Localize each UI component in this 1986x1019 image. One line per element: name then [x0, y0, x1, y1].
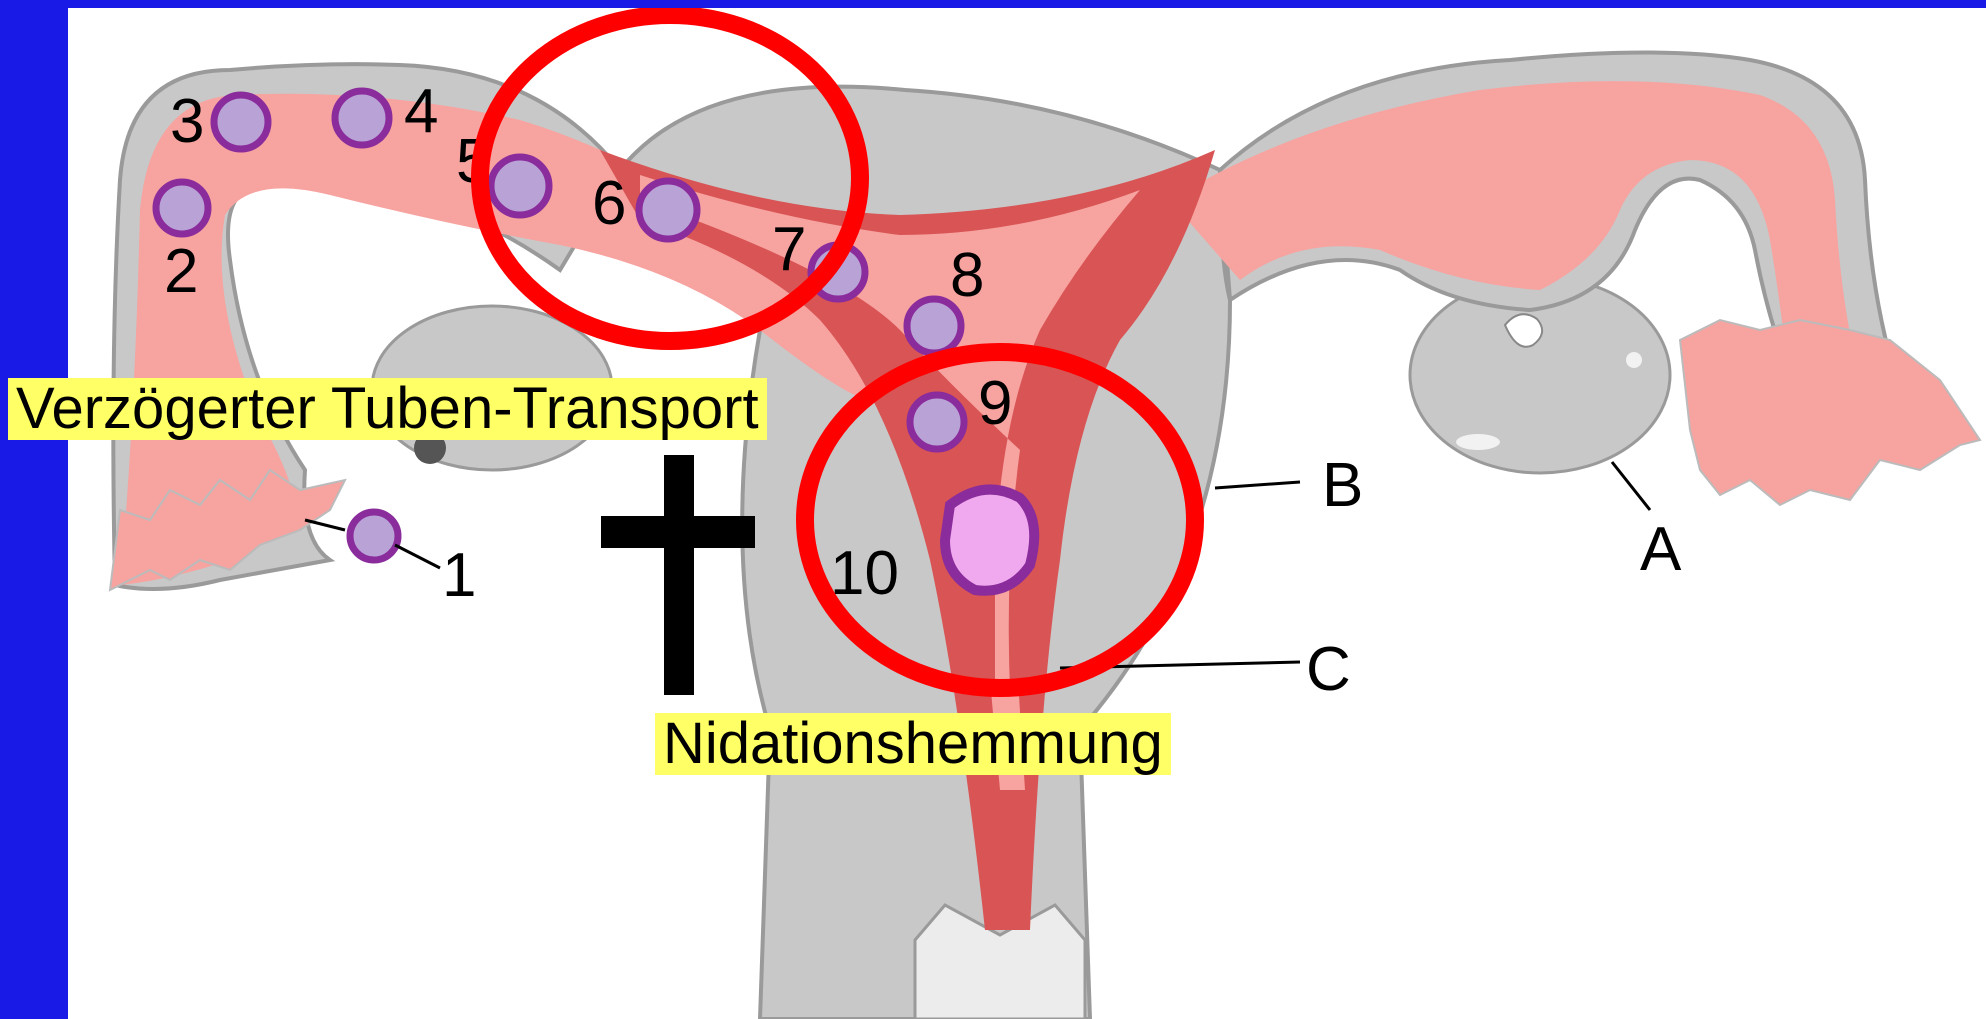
tube-transport-label: Verzögerter Tuben-Transport	[8, 378, 767, 440]
stage-number-2: 2	[164, 237, 198, 306]
stage-number-8: 8	[950, 241, 984, 310]
stage-number-1: 1	[442, 541, 476, 610]
stage-number-9: 9	[978, 369, 1012, 438]
letter-c: C	[1306, 635, 1351, 704]
stage-number-10: 10	[830, 539, 899, 608]
embryo-stage-9	[910, 395, 964, 449]
embryo-stage-2	[156, 182, 208, 234]
embryo-stage-3	[214, 95, 268, 149]
stage-number-6: 6	[592, 169, 626, 238]
stage-number-4: 4	[404, 77, 438, 146]
embryo-stage-6	[639, 181, 697, 239]
frame-top	[0, 0, 1986, 8]
stage-number-3: 3	[170, 87, 204, 156]
embryo-stage-5	[491, 157, 549, 215]
frame-left	[0, 0, 68, 1019]
embryo-stage-1	[350, 512, 398, 560]
embryo-stage-4	[335, 91, 389, 145]
stage-number-7: 7	[772, 215, 806, 284]
nidation-label: Nidationshemmung	[655, 713, 1171, 775]
letter-b: B	[1322, 451, 1363, 520]
letter-a: A	[1640, 515, 1682, 584]
embryo-stage-10	[945, 489, 1034, 590]
